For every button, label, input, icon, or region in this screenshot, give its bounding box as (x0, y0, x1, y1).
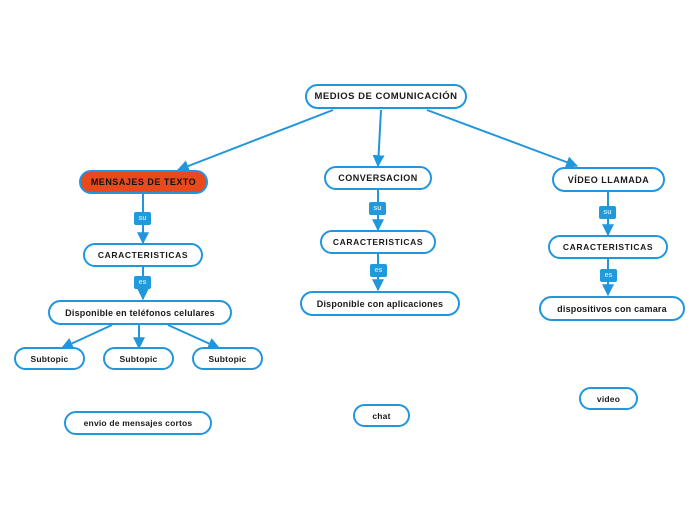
edge-root-to-videollamada (426, 109, 579, 168)
node-right-caracteristicas[interactable]: CARACTERISTICAS (548, 235, 668, 259)
badge-left-es[interactable]: es (134, 276, 151, 289)
badge-center-su[interactable]: su (369, 202, 386, 215)
badge-left-su-label: su (138, 215, 147, 222)
node-subtopic-1-label: Subtopic (30, 353, 69, 364)
node-video-llamada[interactable]: VÍDEO LLAMADA (552, 167, 665, 192)
node-subtopic-2-label: Subtopic (119, 353, 158, 364)
node-subtopic-3[interactable]: Subtopic (192, 347, 263, 370)
node-subtopic-3-label: Subtopic (208, 353, 247, 364)
node-conversacion-label: CONVERSACION (338, 173, 418, 183)
node-subtopic-1[interactable]: Subtopic (14, 347, 85, 370)
badge-center-es-label: es (374, 267, 383, 274)
node-center-detail[interactable]: Disponible con aplicaciones (300, 291, 460, 316)
node-left-detail[interactable]: Disponible en teléfonos celulares (48, 300, 232, 325)
node-right-detail-label: dispositivos con camara (557, 303, 667, 314)
node-conversacion[interactable]: CONVERSACION (324, 166, 432, 190)
edge-left-detail-to-subtopic-1 (60, 324, 113, 349)
node-root[interactable]: MEDIOS DE COMUNICACIÓN (305, 84, 467, 109)
badge-right-su[interactable]: su (599, 206, 616, 219)
edge-root-to-mensajes (176, 109, 334, 172)
edge-left-detail-to-subtopic-3 (167, 324, 221, 350)
node-left-caracteristicas-label: CARACTERISTICAS (97, 250, 189, 260)
node-center-caracteristicas[interactable]: CARACTERISTICAS (320, 230, 436, 254)
node-root-label: MEDIOS DE COMUNICACIÓN (314, 91, 458, 102)
node-envio-de-mensajes-cortos-label: envio de mensajes cortos (83, 418, 193, 428)
node-mensajes-de-texto[interactable]: MENSAJES DE TEXTO (79, 170, 208, 194)
node-right-caracteristicas-label: CARACTERISTICAS (562, 242, 654, 252)
node-left-detail-label: Disponible en teléfonos celulares (65, 307, 215, 318)
badge-right-es[interactable]: es (600, 269, 617, 282)
node-right-detail[interactable]: dispositivos con camara (539, 296, 685, 321)
node-center-caracteristicas-label: CARACTERISTICAS (332, 237, 424, 247)
edge-root-to-conversacion (372, 109, 385, 168)
node-chat-label: chat (372, 410, 391, 421)
node-video-label: video (596, 393, 621, 404)
badge-center-su-label: su (373, 205, 382, 212)
node-left-caracteristicas[interactable]: CARACTERISTICAS (83, 243, 203, 267)
badge-right-su-label: su (603, 209, 612, 216)
node-subtopic-2[interactable]: Subtopic (103, 347, 174, 370)
node-envio-de-mensajes-cortos[interactable]: envio de mensajes cortos (64, 411, 212, 435)
node-center-detail-label: Disponible con aplicaciones (316, 298, 444, 309)
node-video[interactable]: video (579, 387, 638, 410)
badge-left-su[interactable]: su (134, 212, 151, 225)
badge-right-es-label: es (604, 272, 613, 279)
node-video-llamada-label: VÍDEO LLAMADA (567, 174, 650, 185)
badge-left-es-label: es (138, 279, 147, 286)
node-chat[interactable]: chat (353, 404, 410, 427)
badge-center-es[interactable]: es (370, 264, 387, 277)
node-mensajes-de-texto-label: MENSAJES DE TEXTO (90, 177, 197, 187)
